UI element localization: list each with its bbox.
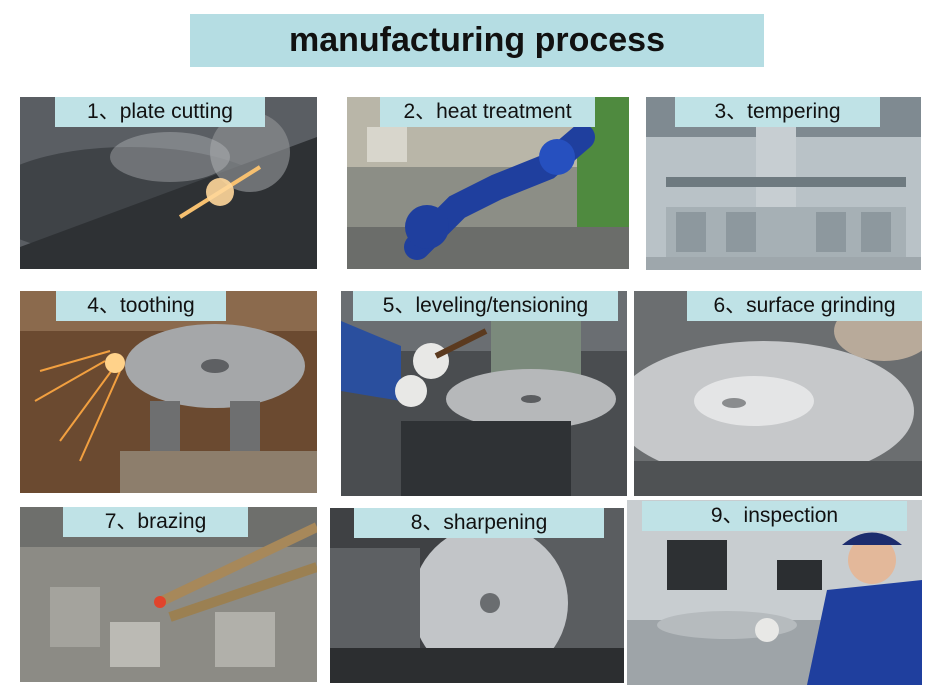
page-title: manufacturing process xyxy=(190,14,764,67)
step-panel-heat-treatment: 2、heat treatment xyxy=(347,97,629,269)
step-panel-brazing: 7、brazing xyxy=(20,507,317,682)
toothing-photo xyxy=(20,291,317,493)
step-panel-leveling-tensioning: 5、leveling/tensioning xyxy=(341,291,627,496)
heat-treatment-photo xyxy=(347,97,629,269)
step-label-plate-cutting: 1、plate cutting xyxy=(55,97,265,127)
step-label-leveling-tensioning: 5、leveling/tensioning xyxy=(353,291,618,321)
step-panel-tempering: 3、tempering xyxy=(646,97,921,270)
step-label-sharpening: 8、sharpening xyxy=(354,508,604,538)
step-label-surface-grinding: 6、surface grinding xyxy=(687,291,922,321)
step-panel-sharpening: 8、sharpening xyxy=(330,508,624,683)
leveling-tensioning-photo xyxy=(341,291,627,496)
step-label-toothing: 4、toothing xyxy=(56,291,226,321)
step-label-inspection: 9、inspection xyxy=(642,501,907,531)
step-panel-surface-grinding: 6、surface grinding xyxy=(634,291,922,496)
surface-grinding-photo xyxy=(634,291,922,496)
step-panel-inspection: 9、inspection xyxy=(627,500,922,685)
step-panel-toothing: 4、toothing xyxy=(20,291,317,493)
step-label-heat-treatment: 2、heat treatment xyxy=(380,97,595,127)
step-panel-plate-cutting: 1、plate cutting xyxy=(20,97,317,269)
step-label-brazing: 7、brazing xyxy=(63,507,248,537)
step-label-tempering: 3、tempering xyxy=(675,97,880,127)
